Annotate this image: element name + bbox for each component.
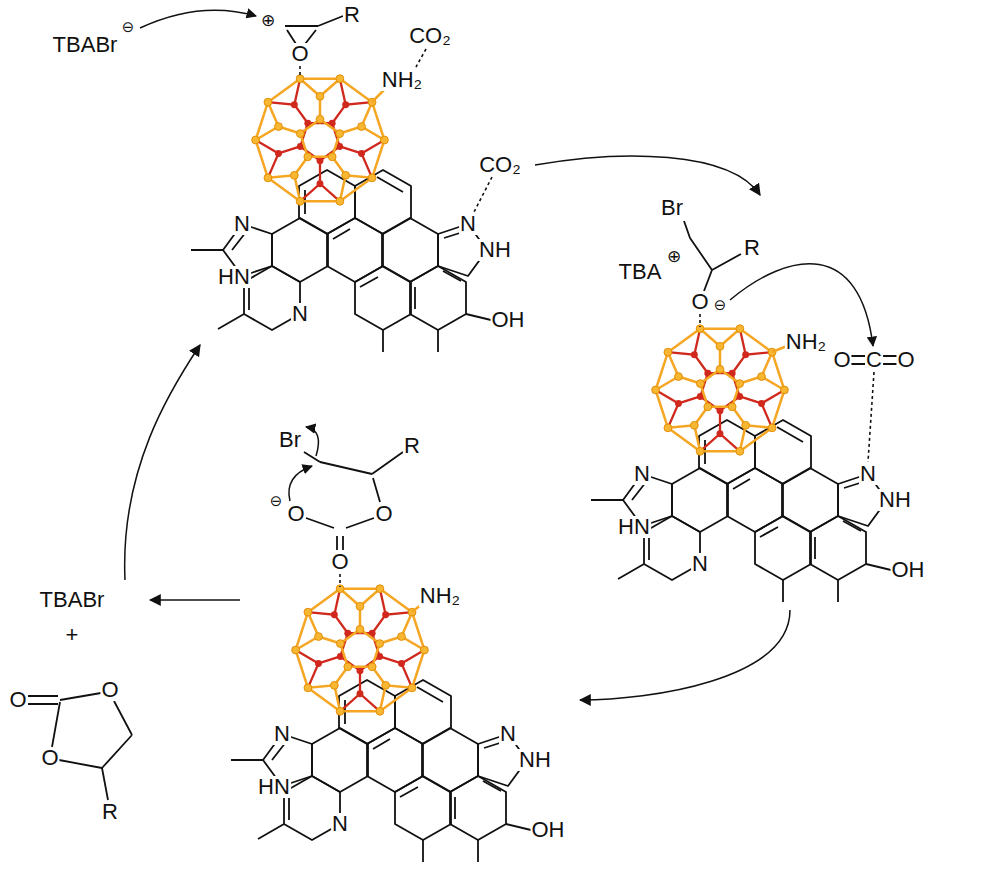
electron-arrow (140, 10, 256, 28)
chem-label: CO₂ (408, 25, 452, 47)
chem-label: N (859, 463, 877, 485)
chem-label: TBABr (52, 34, 119, 56)
bond-lines (285, 16, 343, 44)
bond-lines (304, 452, 403, 550)
chem-label: ⊖ (121, 19, 136, 34)
chem-label: O (8, 689, 27, 711)
reaction-intermediate: BrR⊖OOONH₂NNHNNHNOH (240, 428, 580, 871)
chem-label: HN (257, 776, 291, 798)
chem-label: NH (478, 239, 512, 261)
chem-label: R (403, 435, 421, 457)
chem-label: N (633, 463, 651, 485)
chem-label: TBA (618, 261, 663, 283)
chem-label: NH (518, 749, 552, 771)
chem-label: O (286, 503, 305, 525)
chem-label: OH (491, 309, 526, 331)
bond-lines (684, 221, 897, 364)
chem-label: N (459, 213, 477, 235)
chem-label: Br (660, 197, 684, 219)
chem-label: Br (278, 429, 302, 451)
chem-label: OH (531, 819, 566, 841)
chem-label: NH₂ (419, 585, 461, 607)
chem-label: ⊖ (713, 297, 728, 312)
chem-label: O (690, 291, 709, 313)
chem-label: R (101, 801, 119, 823)
amine-bond (372, 90, 787, 612)
cycle-arrow (580, 610, 790, 700)
cycle-arrow (150, 599, 240, 601)
chem-label: N (331, 813, 349, 835)
chem-label: O (330, 551, 349, 573)
chem-label: R (743, 237, 761, 259)
chem-label: O (100, 679, 119, 701)
chem-label: N (499, 723, 517, 745)
electron-arrow (306, 427, 318, 456)
chem-label: O (40, 747, 59, 769)
chem-label: O (290, 43, 309, 65)
cage-cluster (292, 585, 429, 715)
cage-cluster (252, 75, 389, 205)
chem-label: HN (617, 516, 651, 538)
chem-label: O (832, 349, 851, 371)
product-mixture: TBABr + O O O R (5, 580, 150, 830)
bond-lines (28, 693, 132, 800)
cage-cluster (652, 325, 789, 455)
chem-label: C (865, 349, 883, 371)
chem-label: N (691, 553, 709, 575)
chem-label: ⊕ (260, 12, 276, 29)
cycle-arrow (125, 345, 200, 580)
chem-label: ⊖ (269, 493, 284, 508)
chem-label: ⊕ (666, 248, 682, 265)
chem-label: + (65, 624, 80, 646)
chem-label: NH₂ (785, 331, 827, 353)
chem-label: OH (891, 559, 926, 581)
reaction-intermediate: TBABr⊖⊕RCO₂ONH₂CO₂NNHNNHNOH (40, 0, 535, 345)
chem-label: R (343, 4, 361, 26)
chem-label: O (896, 349, 915, 371)
chem-label: N (291, 303, 309, 325)
chem-label: NH (878, 489, 912, 511)
reaction-intermediate: BrRTBA⊕⊖ONH₂OCONNHNNHNOH (605, 195, 960, 610)
chem-label: NH₂ (381, 69, 423, 91)
electron-arrow (289, 466, 312, 501)
chem-label: CO₂ (478, 154, 522, 176)
chem-label: HN (217, 266, 251, 288)
chem-label: TBABr (39, 589, 106, 611)
chem-label: O (374, 503, 393, 525)
cycle-arrow (535, 156, 760, 195)
interaction-dashes (300, 49, 874, 587)
chem-label: N (273, 723, 291, 745)
chem-label: N (233, 213, 251, 235)
